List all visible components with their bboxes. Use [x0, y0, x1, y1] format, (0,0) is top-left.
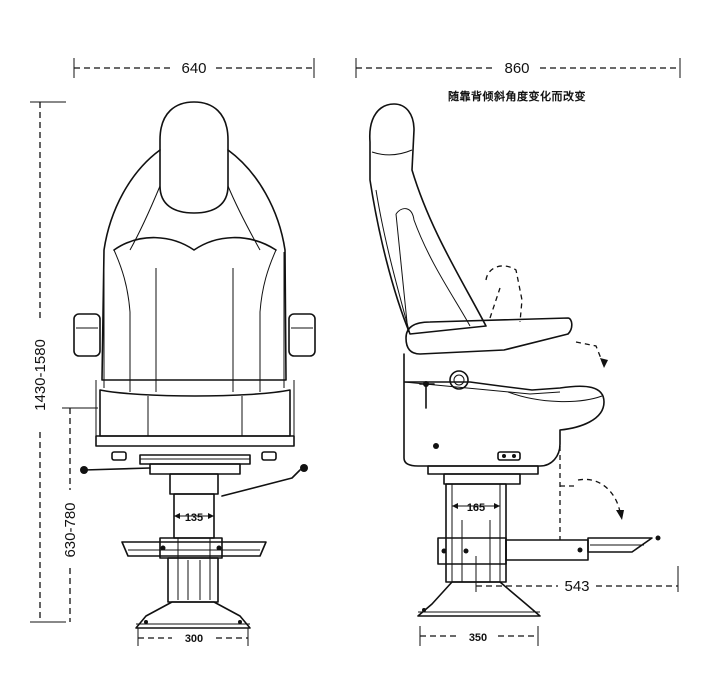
dim-side-base-label: 350 [469, 632, 487, 644]
dim-side-depth-label: 860 [504, 60, 529, 77]
dim-side-column-label: 165 [467, 502, 485, 514]
front-view-chair [73, 101, 316, 629]
dimension-side-base [419, 626, 539, 646]
dim-front-base-label: 300 [185, 633, 203, 645]
dim-overall-height-label: 1430-1580 [32, 339, 49, 411]
dimension-width-front [73, 58, 315, 78]
dim-seat-height-label: 630-780 [62, 502, 79, 557]
dim-front-column-label: 135 [185, 512, 203, 524]
dimension-seat-height [62, 407, 98, 622]
dim-front-width-label: 640 [181, 60, 206, 77]
side-view-chair [369, 103, 661, 617]
dimension-depth-side [355, 58, 681, 78]
dimension-side-column [452, 503, 500, 509]
dimension-footrest-reach [475, 556, 679, 592]
dimension-overall-height [30, 101, 66, 623]
dimension-front-column [174, 513, 214, 519]
dimension-front-base [137, 628, 249, 646]
dim-footrest-reach-label: 543 [564, 578, 589, 595]
side-note-text: 随靠背倾斜角度变化而改变 [448, 89, 586, 103]
